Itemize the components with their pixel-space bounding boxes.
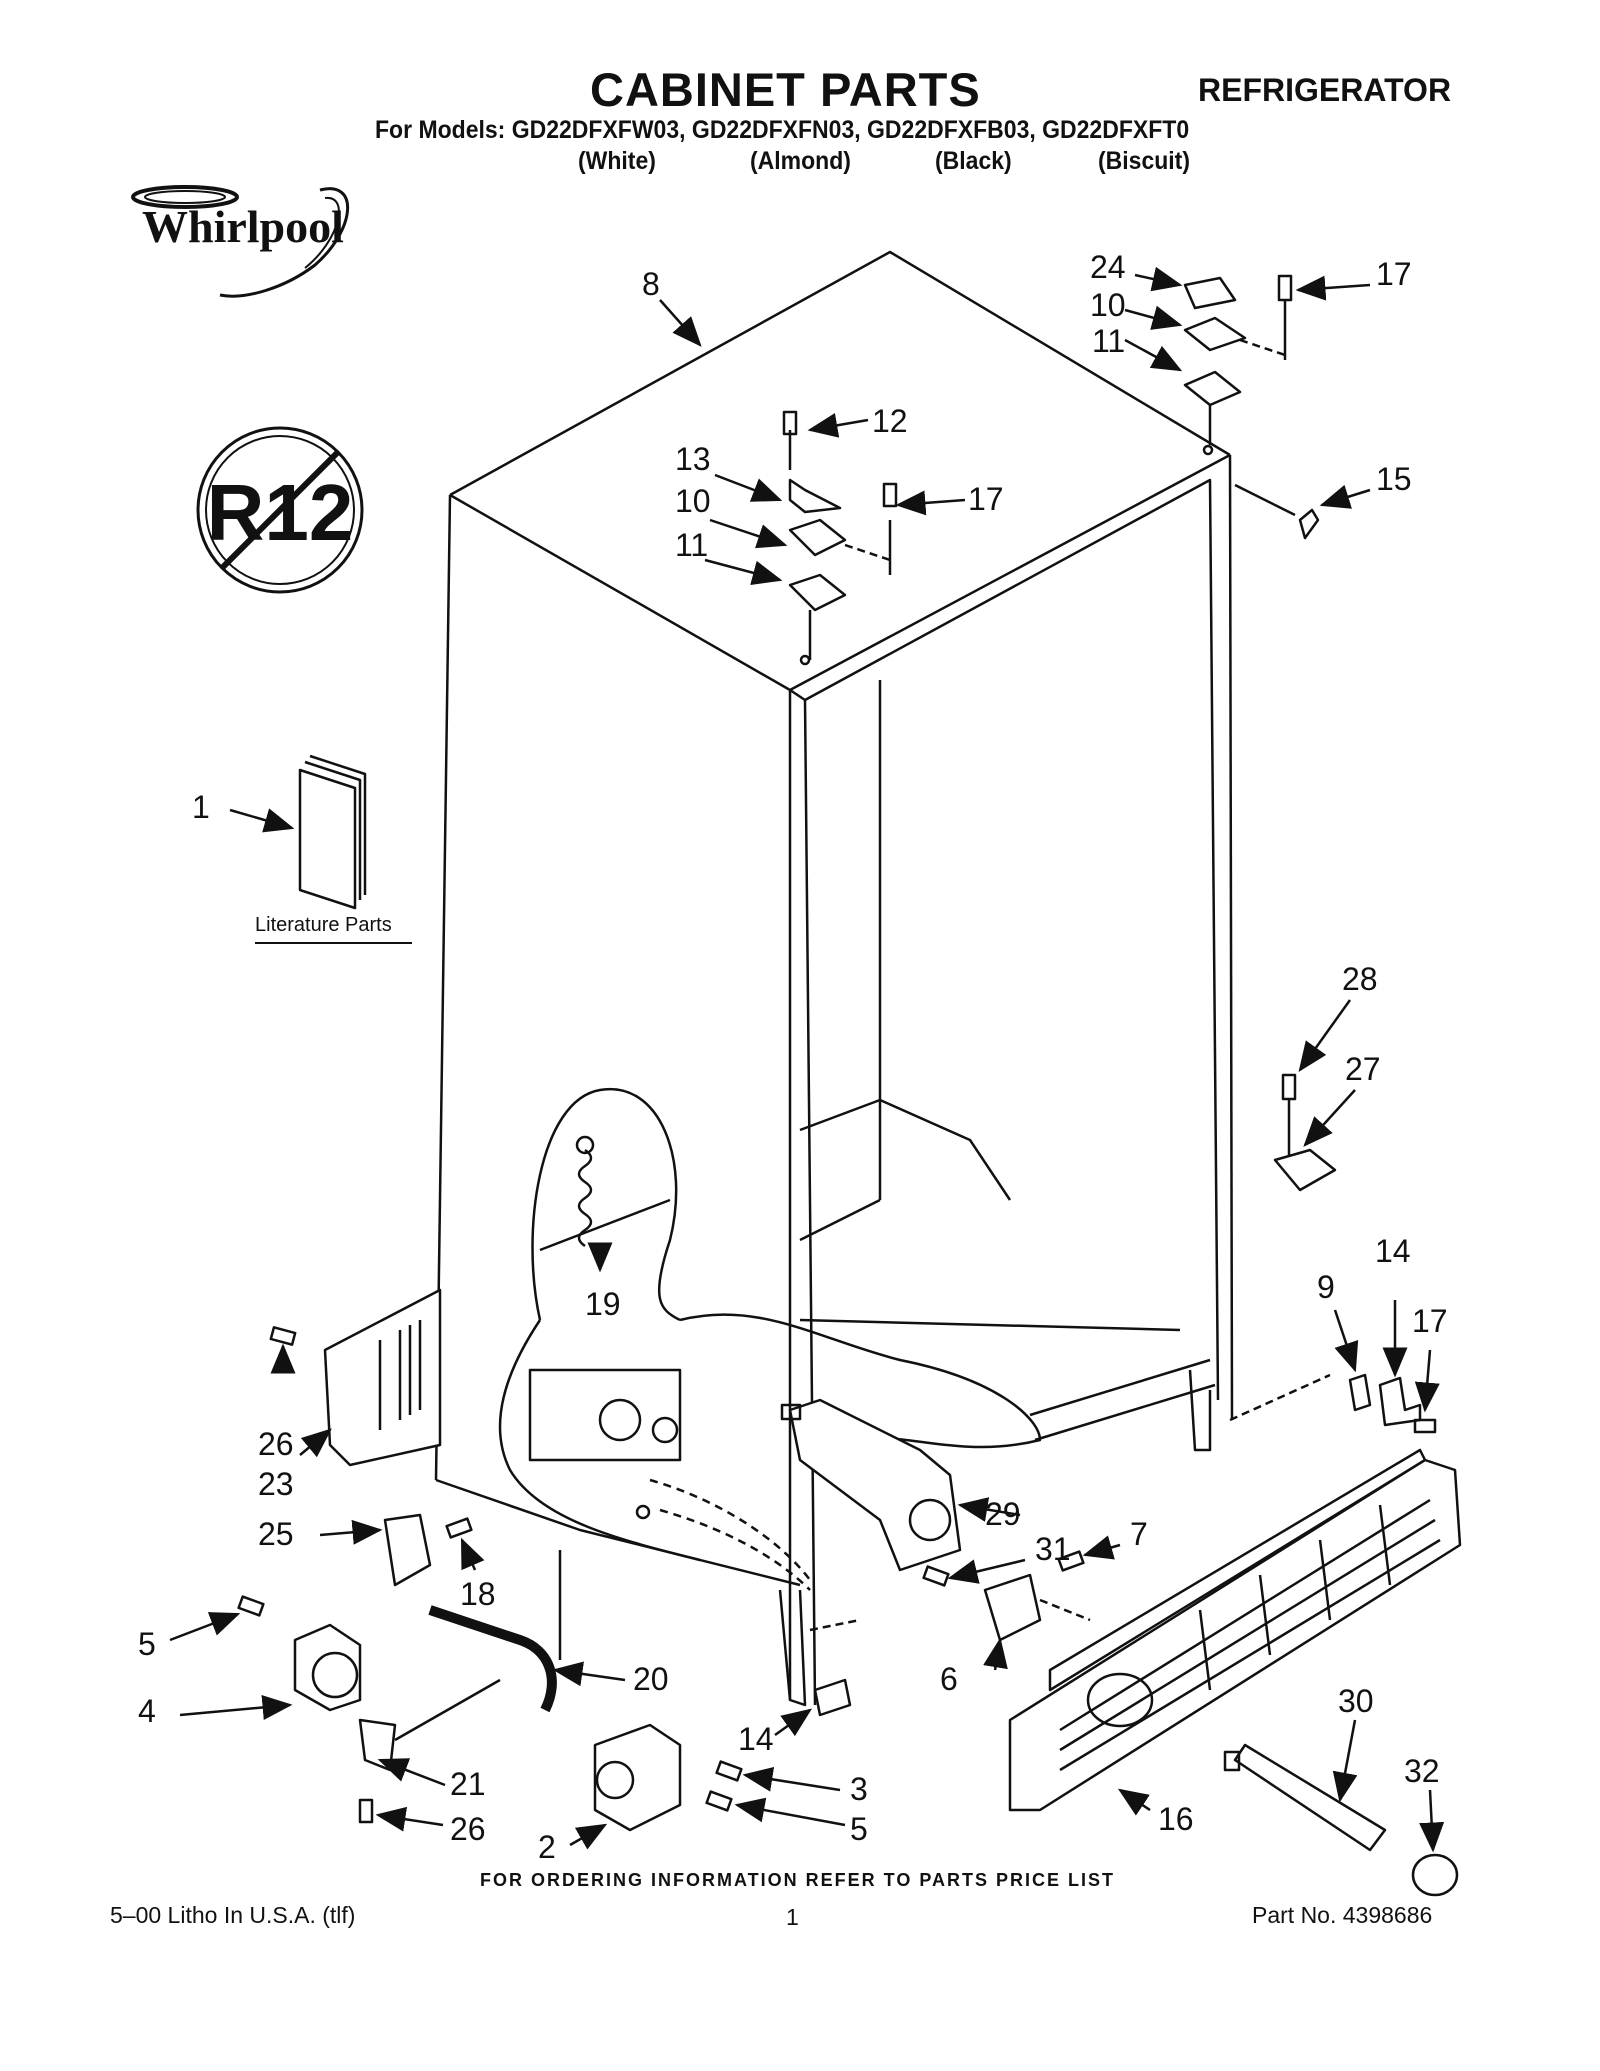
literature-booklet: [298, 754, 367, 910]
callout-18: 18: [460, 1576, 496, 1612]
logo-swirl-icon: [131, 185, 350, 298]
callout-24: 24: [1090, 249, 1126, 285]
callout-23: 23: [258, 1466, 294, 1502]
callout-26a: 26: [258, 1426, 294, 1462]
water-tube: [428, 1605, 557, 1713]
page-number: 1: [786, 1904, 799, 1930]
bracket-6: [983, 1573, 1042, 1642]
callout-11b: 11: [1092, 323, 1125, 359]
lower-right-hinge: [1229, 1373, 1437, 1434]
ordering-note: FOR ORDERING INFORMATION REFER TO PARTS …: [480, 1870, 1116, 1890]
product-category: REFRIGERATOR: [1198, 72, 1452, 108]
callout-1: 1: [192, 789, 210, 825]
callout-10b: 10: [1090, 287, 1126, 323]
callout-17a: 17: [968, 481, 1004, 517]
callout-7: 7: [1130, 1516, 1148, 1552]
valve-4: [293, 1623, 362, 1712]
color-biscuit: (Biscuit): [1098, 147, 1190, 175]
door-clip-15: [1298, 508, 1320, 540]
filter-housing: [780, 1398, 962, 1572]
model-list: For Models: GD22DFXFW03, GD22DFXFN03, GD…: [375, 116, 1190, 144]
part-number: Part No. 4398686: [1252, 1902, 1433, 1928]
right-hinge-assembly: [1183, 274, 1293, 456]
callout-9: 9: [1317, 1269, 1335, 1305]
left-hinge-assembly: [782, 410, 898, 666]
control-bracket: [323, 1288, 442, 1467]
valve-2: [593, 1723, 682, 1832]
callout-17b: 17: [1376, 256, 1412, 292]
callout-26b: 26: [450, 1811, 486, 1847]
clamp-25: [383, 1513, 432, 1587]
callout-31: 31: [1035, 1531, 1071, 1567]
callout-13: 13: [675, 441, 711, 477]
no-r12-icon: R12: [196, 426, 364, 594]
logo-text: Whirlpool: [142, 201, 344, 252]
base-grille: [1008, 1448, 1462, 1812]
drain-tube: [575, 1135, 595, 1248]
callout-5b: 5: [850, 1811, 868, 1847]
screws: [237, 1326, 1085, 1824]
callout-30: 30: [1338, 1683, 1374, 1719]
callout-6: 6: [940, 1661, 958, 1697]
leader-15: [1234, 483, 1296, 517]
callout-29: 29: [985, 1496, 1021, 1532]
callout-10a: 10: [675, 483, 711, 519]
callout-5a: 5: [138, 1626, 156, 1662]
callout-15: 15: [1376, 461, 1412, 497]
color-white: (White): [578, 147, 656, 175]
callout-27: 27: [1345, 1051, 1381, 1087]
color-almond: (Almond): [750, 147, 851, 175]
callout-11a: 11: [675, 527, 708, 563]
callout-16: 16: [1158, 1801, 1194, 1837]
water-filter: [1223, 1743, 1387, 1852]
callout-4: 4: [138, 1693, 156, 1729]
whirlpool-logo: Whirlpool: [125, 170, 365, 300]
callout-2: 2: [538, 1829, 556, 1865]
color-black: (Black): [935, 147, 1012, 175]
callout-12: 12: [872, 403, 908, 439]
callout-21: 21: [450, 1766, 486, 1802]
callout-3: 3: [850, 1771, 868, 1807]
literature-underline: [255, 942, 412, 944]
callout-14b: 14: [738, 1721, 774, 1757]
literature-parts-label: Literature Parts: [255, 914, 392, 936]
page-title: CABINET PARTS: [590, 63, 981, 116]
cabinet-body: [434, 250, 1234, 1707]
callout-28: 28: [1342, 961, 1378, 997]
bracket-27-28: [1273, 1073, 1337, 1192]
clip-14-lower: [813, 1678, 852, 1717]
callout-8: 8: [642, 266, 660, 302]
litho-note: 5–00 Litho In U.S.A. (tlf): [110, 1902, 356, 1928]
callout-20: 20: [633, 1661, 669, 1697]
callout-19: 19: [585, 1286, 621, 1322]
filter-cap: [1411, 1853, 1459, 1897]
callout-14a: 14: [1375, 1233, 1411, 1269]
callout-17c: 17: [1412, 1303, 1448, 1339]
callout-25: 25: [258, 1516, 294, 1552]
cutaway-view: [498, 1087, 1042, 1591]
leader-arrows: [169, 266, 1445, 1853]
callout-32: 32: [1404, 1753, 1440, 1789]
